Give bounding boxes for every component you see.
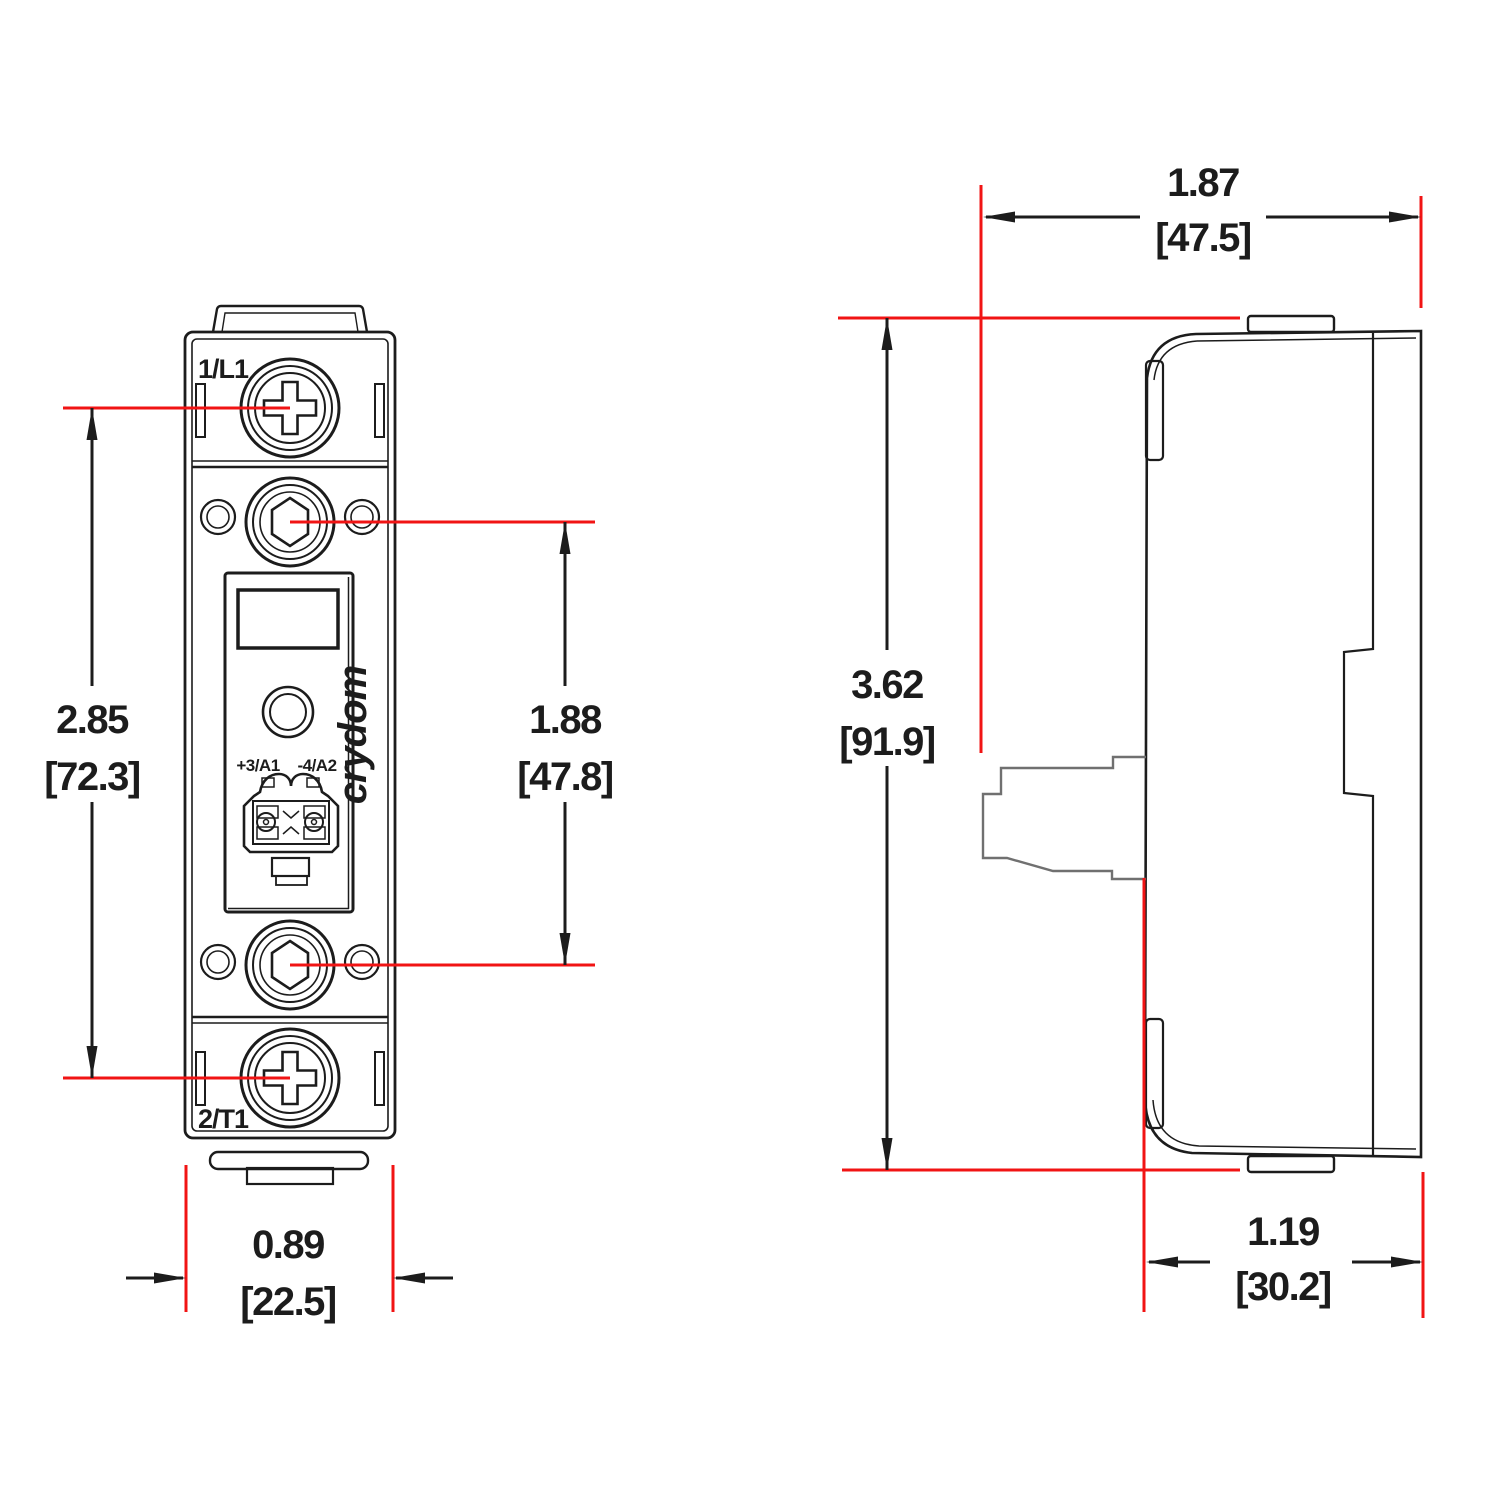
terminal-top-label: 1/L1: [198, 354, 249, 384]
arrowhead-up-icon: [86, 408, 98, 440]
side-top-inner-edge: [1153, 337, 1417, 381]
hex-socket-icon: [270, 939, 310, 991]
front-body: [183, 330, 397, 1140]
pilot-hole: [343, 498, 381, 536]
led-indicator-icon: [261, 685, 315, 739]
dim-hex-spacing: 1.88 [47.8]: [509, 522, 621, 965]
slot-top-right: [374, 383, 385, 438]
dim-side-depth-mm: [30.2]: [1235, 1265, 1331, 1309]
connector-screw-dot: [262, 818, 270, 826]
dim-front-height-in: 2.85: [56, 698, 129, 742]
arrowhead-left-icon: [983, 211, 1015, 223]
arrowhead-right-icon: [1389, 211, 1421, 223]
arrowhead-right-icon: [1391, 1256, 1423, 1268]
red-reference-lines: [63, 185, 1425, 1318]
front-view: +3/A1 -4/A2 crydom: [183, 304, 397, 1186]
pilot-hole: [206, 950, 230, 974]
dim-hex-spacing-in: 1.88: [529, 698, 602, 742]
arrowhead-down-icon: [881, 1138, 893, 1170]
front-body-inner-outline: [191, 338, 389, 1132]
dim-hex-spacing-mm: [47.8]: [517, 755, 613, 799]
dim-side-width-in: 1.87: [1167, 161, 1239, 205]
pilot-hole: [206, 505, 230, 529]
arrowhead-left-icon: [1146, 1256, 1178, 1268]
terminal-bottom-label: 2/T1: [198, 1104, 249, 1134]
panel-clip-bottom: [1144, 1017, 1165, 1130]
module-face: +3/A1 -4/A2: [223, 571, 355, 914]
module-outline: [223, 571, 355, 914]
arrowhead-down-icon: [86, 1046, 98, 1078]
phillips-cross-icon: [262, 1050, 318, 1106]
connector-notch: [306, 777, 320, 788]
pilot-hole: [199, 943, 237, 981]
dim-side-depth-in: 1.19: [1247, 1210, 1319, 1254]
brand-logo-text: crydom: [331, 666, 375, 805]
dim-front-height: 2.85 [72.3]: [36, 408, 148, 1078]
dimensions: 2.85 [72.3] 1.88 [47.8] 0.89 [22.5]: [36, 161, 1423, 1324]
connector-inner: [252, 800, 330, 845]
hex-socket-icon: [270, 496, 310, 548]
connector-screw-dot: [310, 818, 318, 826]
dim-front-width: 0.89 [22.5]: [126, 1223, 453, 1324]
label-window: [236, 588, 340, 650]
dim-text-mask: [830, 650, 944, 766]
side-body-outline: [1143, 329, 1423, 1159]
input-connector: [242, 772, 340, 854]
top-tab-outline: [211, 304, 369, 333]
din-foot-front: [208, 1150, 370, 1171]
connector-notch: [261, 777, 275, 788]
arrowhead-up-icon: [559, 522, 571, 554]
top-mounting-tab: [211, 304, 369, 333]
dim-side-height-in: 3.62: [851, 663, 923, 707]
slot-bottom-right: [374, 1051, 385, 1106]
arrowhead-down-icon: [559, 933, 571, 965]
dim-text-mask: [509, 686, 621, 802]
pilot-hole: [350, 950, 374, 974]
dim-front-width-in: 0.89: [252, 1223, 324, 1267]
module-tab-inner: [275, 875, 308, 886]
top-tab-inner: [221, 312, 359, 333]
side-top-tab: [1246, 314, 1336, 334]
dim-side-width-mm: [47.5]: [1155, 216, 1251, 260]
heatsink-parting-line: [1342, 333, 1375, 1156]
connector-cell: [303, 826, 326, 840]
bottom-mounting-tab: [208, 1150, 370, 1186]
front-body-outline: [183, 330, 397, 1140]
connector-outline: [242, 772, 340, 854]
side-bottom-tab: [1246, 1154, 1336, 1174]
side-view: [981, 314, 1423, 1174]
side-body: [1143, 314, 1423, 1174]
dim-front-width-mm: [22.5]: [240, 1280, 336, 1324]
connector-screw: [304, 812, 324, 832]
din-latch: [245, 1166, 335, 1186]
dim-side-height-mm: [91.9]: [839, 720, 935, 764]
connector-keying: [282, 810, 300, 835]
pilot-hole: [199, 498, 237, 536]
panel-clip-top: [1144, 359, 1165, 462]
arrowhead-up-icon: [881, 318, 893, 350]
module-tab: [270, 856, 311, 878]
dim-front-height-mm: [72.3]: [44, 755, 140, 799]
side-bottom-inner-edge: [1152, 1099, 1417, 1150]
connector-cell: [303, 805, 326, 819]
control-negative-label: -4/A2: [297, 756, 336, 775]
din-rail-foot-profile: [981, 755, 1146, 881]
slot-top-left: [195, 383, 206, 438]
led-indicator-inner: [269, 693, 307, 731]
phillips-cross-icon: [262, 380, 318, 436]
arrowhead-right-icon: [154, 1272, 186, 1284]
dim-side-height: 3.62 [91.9]: [830, 318, 944, 1170]
connector-cell: [256, 805, 279, 819]
connector-screw: [256, 812, 276, 832]
arrowhead-left-icon: [393, 1272, 425, 1284]
connector-cell: [256, 826, 279, 840]
control-positive-label: +3/A1: [236, 756, 279, 775]
dim-text-mask: [36, 686, 148, 802]
dim-side-depth: 1.19 [30.2]: [1146, 1210, 1423, 1309]
pilot-hole: [343, 943, 381, 981]
pilot-hole: [350, 505, 374, 529]
dim-side-width: 1.87 [47.5]: [983, 161, 1421, 260]
